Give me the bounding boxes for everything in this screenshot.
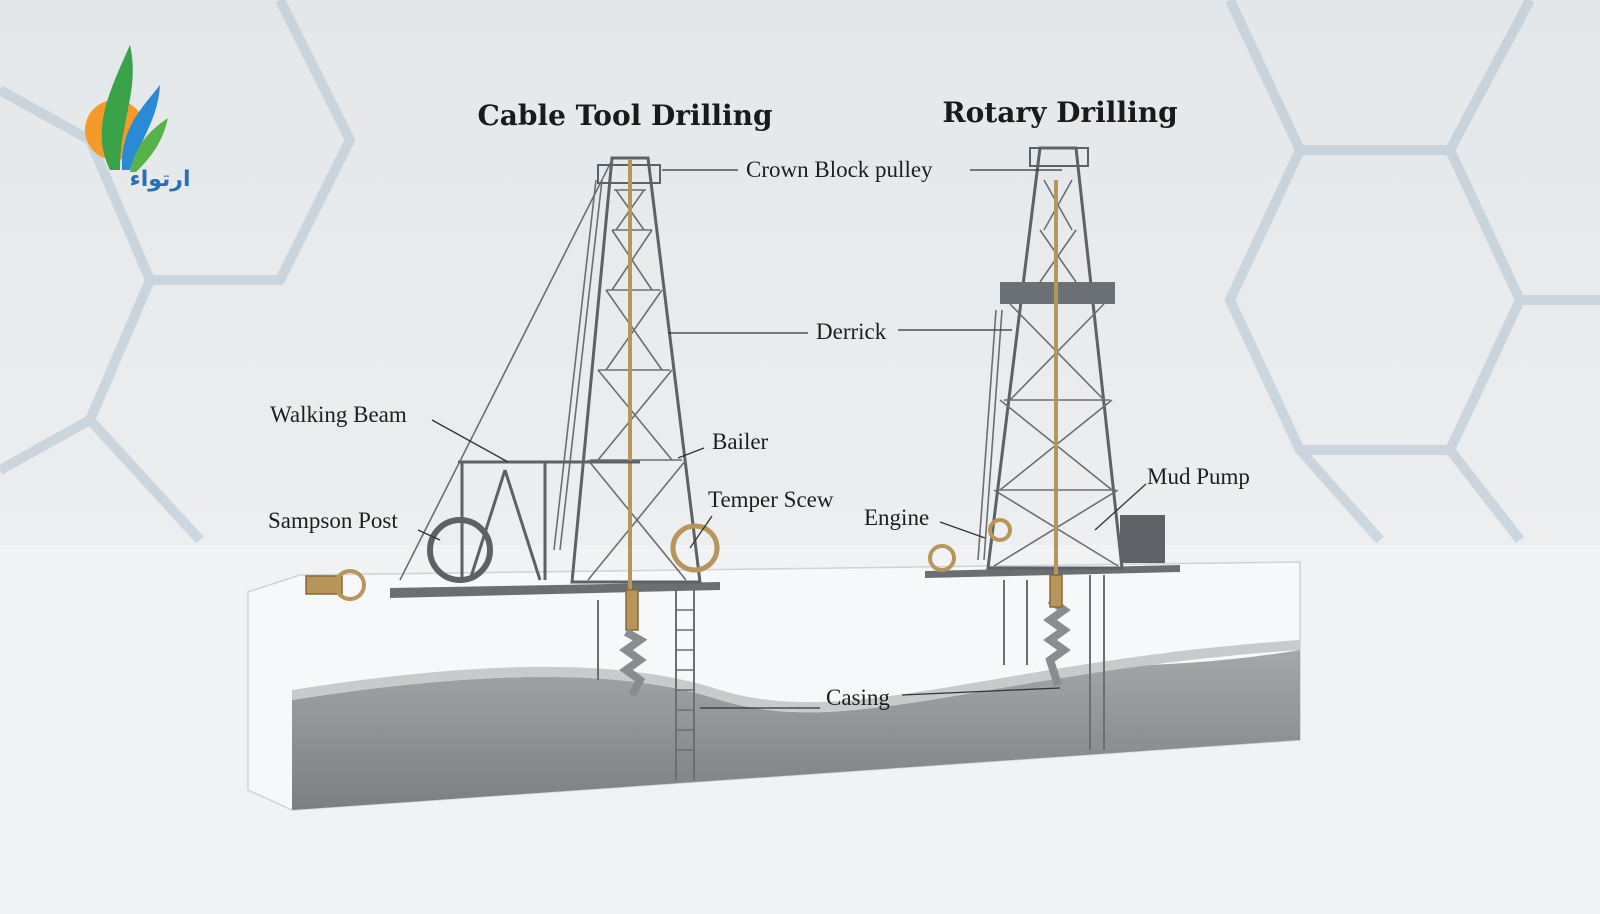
rotary-rig <box>925 146 1180 750</box>
label-casing: Casing <box>826 685 890 710</box>
leader-lines <box>417 169 1147 709</box>
label-engine: Engine <box>864 505 929 530</box>
logo: ارتواء <box>85 45 191 192</box>
cable-tool-rig <box>305 156 720 780</box>
title-rotary-drilling: Rotary Drilling <box>942 96 1177 129</box>
label-bailer: Bailer <box>712 429 769 454</box>
title-cable-tool-drilling: Cable Tool Drilling <box>477 99 772 132</box>
hex-pattern <box>0 0 1600 544</box>
label-derrick: Derrick <box>816 319 887 344</box>
label-crown-block-pulley: Crown Block pulley <box>746 157 933 182</box>
label-temper-screw: Temper Scew <box>708 487 834 512</box>
label-mud-pump: Mud Pump <box>1147 464 1250 489</box>
logo-text: ارتواء <box>129 167 190 192</box>
glass-block <box>247 561 1301 811</box>
label-walking-beam: Walking Beam <box>270 402 407 427</box>
labels: Crown Block pulley Derrick Walking Beam … <box>268 157 1250 710</box>
label-sampson-post: Sampson Post <box>268 508 398 533</box>
ground-layer <box>292 650 1300 810</box>
